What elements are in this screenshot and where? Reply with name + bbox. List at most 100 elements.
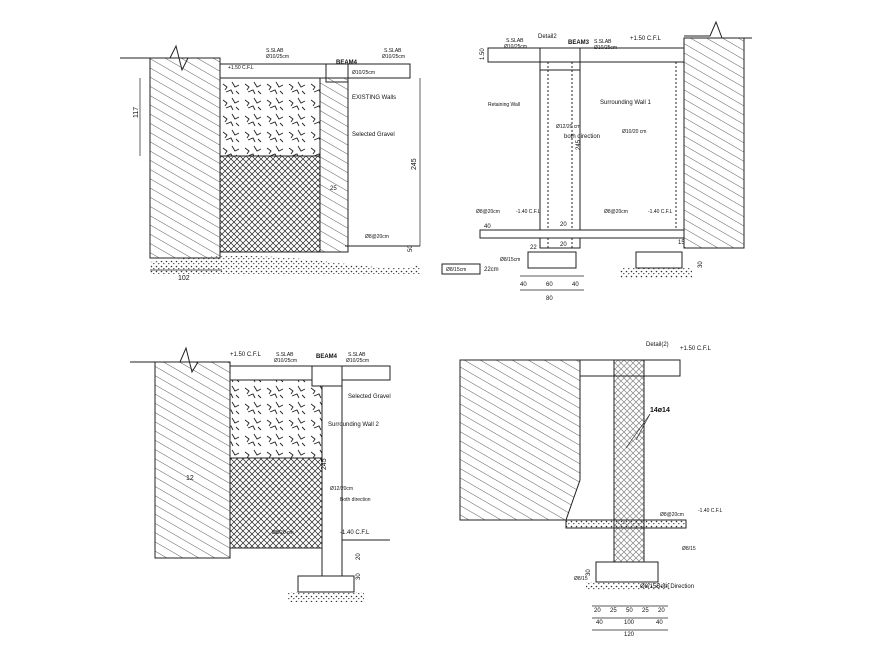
level-top: +1.50 C.F.L (230, 352, 262, 358)
level-top: +1.50 C.F.L (630, 36, 662, 42)
dim-r1-1: 25 (610, 608, 617, 614)
dim-60: 60 (546, 282, 553, 288)
detail-bottom-left: +1.50 C.F.L S.SLAB Ø10/25cm BEAM4 S.SLAB… (130, 346, 391, 602)
bar-low: Ø8@20cm (660, 512, 684, 518)
level-low-right: -1.40 C.F.L (648, 209, 673, 215)
footing-soil (586, 582, 670, 590)
bar-bottom-label: Ø8@20cm (365, 234, 389, 240)
dim-30: 30 (698, 261, 704, 268)
dim-bottom-right: 50 (408, 245, 414, 252)
dim-r2-2: 40 (656, 620, 663, 626)
dim-20b: 20 (560, 242, 567, 248)
leader-1 (635, 413, 651, 441)
surrounding-wall: Surrounding Wall 2 (328, 422, 379, 428)
dim-80: 80 (546, 296, 553, 302)
level-top: +1.50 C.F.L (228, 65, 254, 71)
slab-bar: Ø10/25cm (504, 44, 527, 50)
wall (321, 385, 343, 577)
earth-right (683, 37, 745, 249)
slab2-label: S.SLAB (384, 48, 402, 54)
break-line (684, 20, 752, 39)
leader-2 (625, 413, 651, 449)
slab2-bar: Ø10/25cm (346, 358, 369, 364)
detail-top-left: S.SLAB Ø10/25cm S.SLAB Ø10/25cm +1.50 C.… (120, 44, 421, 282)
detail-label: Detail2 (538, 34, 557, 40)
bar-low-right: Ø8@20cm (604, 209, 628, 215)
bar-mid: Ø12/20 cm (556, 124, 580, 130)
compacted-fill (219, 155, 321, 253)
retain-wall-label: Retaining Wall (488, 102, 520, 108)
legend-value: 22cm (484, 267, 499, 273)
beam-bar: Ø10/25cm (352, 70, 375, 76)
bar-footing: Ø8/15cm (500, 257, 520, 263)
selected-gravel: Selected Gravel (348, 394, 391, 400)
dim-20: 20 (356, 553, 362, 560)
compacted-fill (229, 457, 323, 549)
slab2-label: S.SLAB (594, 39, 612, 45)
slab1-bar: Ø10/25cm (266, 54, 289, 60)
beam-section (311, 365, 343, 387)
dim-40: 40 (484, 224, 491, 230)
dim-22: 22 (530, 245, 537, 251)
dim-20a: 20 (560, 222, 567, 228)
legend-text: Ø8/15cm (446, 267, 466, 273)
dim-245: 245 (321, 458, 328, 470)
surrounding-wall-label: Surrounding Wall 1 (600, 100, 651, 106)
dim-height: 245 (576, 139, 582, 150)
bar-mark: Ø8/15 (574, 576, 588, 582)
break-line (120, 44, 220, 72)
both-direction: Ø8/15Both Direction (640, 584, 694, 590)
dim-side: 30 (586, 569, 592, 576)
beam-label: BEAM4 (336, 60, 358, 66)
gravel-fill (219, 77, 321, 157)
slab-label: S.SLAB (276, 352, 294, 358)
dim-r2-0: 40 (596, 620, 603, 626)
beam-label: BEAM4 (316, 354, 338, 360)
dim-total: 120 (624, 632, 635, 638)
beam-label: BEAM3 (568, 40, 590, 46)
footing (595, 561, 659, 583)
floor-slab (565, 519, 687, 529)
dim-40b: 40 (572, 282, 579, 288)
floor-slab (479, 229, 685, 239)
soil-right (620, 268, 692, 278)
title: Detail(2) (646, 342, 669, 348)
dim-r1-3: 25 (642, 608, 649, 614)
slab2-bar: Ø10/25cm (382, 54, 405, 60)
selected-gravel-label: Selected Gravel (352, 132, 395, 138)
existing-wall (319, 77, 349, 253)
break-line (130, 346, 230, 374)
both-direction: Both direction (340, 497, 371, 503)
slab1-label: S.SLAB (266, 48, 284, 54)
bar-mark2: Ø8/15 (682, 546, 696, 552)
footing-left (527, 251, 577, 269)
slab2-label: S.SLAB (348, 352, 366, 358)
slab2-bar: Ø10/25cm (594, 45, 617, 51)
dim-r1-4: 20 (658, 608, 665, 614)
dim-30: 30 (356, 573, 362, 580)
slab-bar: Ø10/25cm (274, 358, 297, 364)
beam-section (539, 47, 581, 71)
level-low: -1.40 C.F.L (698, 508, 723, 514)
dim-r2-1: 100 (624, 620, 635, 626)
ground-soil (150, 256, 420, 274)
existing-walls-label: EXISTING Walls (352, 95, 396, 101)
dim-right-label: 245 (411, 158, 418, 170)
footing-right (635, 251, 683, 269)
dim-left: 12 (186, 475, 194, 482)
column-rebar (613, 359, 645, 571)
detail-bottom-right: Detail(2) +1.50 C.F.L 14ø14 Ø8@20cm -1.4… (459, 342, 723, 638)
earth-left (154, 361, 231, 559)
legend-box (441, 263, 481, 275)
dim-r1-2: 50 (626, 608, 633, 614)
earth-mass (459, 359, 581, 521)
bar-right: Ø10/20 cm (622, 129, 646, 135)
slab (229, 365, 391, 381)
slab-label: S.SLAB (506, 38, 524, 44)
level-low: -1.40 C.F.L (340, 530, 370, 536)
gravel-fill (229, 379, 323, 459)
bar-mid: Ø12/20cm (330, 486, 353, 492)
footing (297, 575, 355, 593)
dim-bottom: 102 (178, 275, 190, 282)
